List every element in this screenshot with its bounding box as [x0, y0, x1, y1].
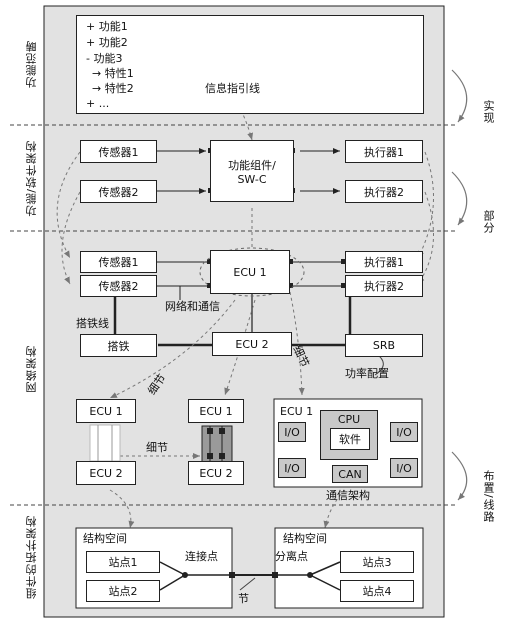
layout-arrow — [451, 451, 468, 501]
port — [288, 283, 293, 288]
port — [207, 453, 213, 459]
mapping-curve — [417, 191, 434, 285]
detail-curve — [289, 291, 305, 396]
station3: 站点3 — [340, 551, 414, 573]
feature-list-box — [76, 15, 424, 114]
row-label-function-software-arch: 功能/软件架构 — [25, 140, 38, 217]
port — [341, 283, 346, 288]
side-label-part: 部分 — [482, 210, 495, 234]
row-label-network-arch: 网络架构 — [25, 345, 38, 393]
side-label-implement: 实现 — [482, 100, 495, 124]
feature-item: - 功能3 — [86, 52, 123, 65]
function-component-line2: SW-C — [237, 172, 267, 186]
mapping-curve — [56, 151, 81, 259]
ecu2-pair-left: ECU 2 — [76, 461, 136, 485]
junction-dot — [182, 572, 188, 578]
func-actuator2: 执行器2 — [345, 180, 423, 203]
split-point-label: 分离点 — [275, 550, 308, 563]
ecu-link-bundle — [89, 424, 121, 462]
mapping-curve — [61, 191, 81, 285]
io-box-tr: I/O — [390, 422, 418, 442]
io-box-br: I/O — [390, 458, 418, 478]
comm-arch-label: 通信架构 — [326, 489, 370, 502]
ecu1-arch-title: ECU 1 — [280, 405, 314, 418]
ecu1-pair-mid: ECU 1 — [188, 399, 244, 423]
detail-curve — [109, 299, 236, 399]
func-sensor2: 传感器2 — [80, 180, 157, 203]
port — [207, 259, 212, 264]
net-actuator1: 执行器1 — [345, 251, 423, 273]
part-arrow — [451, 171, 468, 226]
function-component: 功能组件/ SW-C — [210, 140, 294, 202]
ecu2-pair-mid: ECU 2 — [188, 461, 244, 485]
info-line-label: 信息指引线 — [205, 82, 260, 95]
structure-space-left-label: 结构空间 — [83, 532, 127, 545]
topo-curve — [109, 489, 135, 529]
net-sensor1: 传感器1 — [80, 251, 157, 273]
feature-item: → 特性2 — [92, 82, 134, 95]
connector-block — [201, 425, 233, 463]
ecu1-pair-left: ECU 1 — [76, 399, 136, 423]
ground-box: 搭铁 — [80, 334, 157, 357]
harness — [159, 561, 186, 576]
connector-node — [272, 572, 278, 578]
port — [207, 283, 212, 288]
io-box-bl: I/O — [278, 458, 306, 478]
structure-space-right-label: 结构空间 — [283, 532, 327, 545]
func-sensor1: 传感器1 — [80, 140, 157, 163]
harness — [309, 561, 341, 576]
station4: 站点4 — [340, 580, 414, 602]
power-config-label: 功率配置 — [345, 367, 389, 380]
network-comm-label: 网络和通信 — [165, 300, 220, 313]
implement-arrow — [451, 69, 468, 123]
harness — [159, 574, 186, 591]
side-label-layout: 布置/线路 — [482, 470, 495, 523]
port — [341, 259, 346, 264]
feature-item: → 特性1 — [92, 67, 134, 80]
ecu1-main: ECU 1 — [210, 250, 290, 294]
can-box: CAN — [332, 465, 368, 483]
connector-node — [229, 572, 235, 578]
port — [207, 428, 213, 434]
cpu-label: CPU — [337, 413, 361, 426]
mapping-curve — [417, 151, 434, 259]
station2: 站点2 — [86, 580, 160, 602]
row-label-function-scope: 功能范畴 — [25, 40, 38, 88]
feature-item: + 功能1 — [86, 20, 128, 33]
focus-ellipse — [199, 247, 305, 297]
ecu2-main: ECU 2 — [212, 332, 292, 356]
software-box: 软件 — [330, 428, 370, 450]
connect-point-label: 连接点 — [185, 550, 218, 563]
feature-item: + 功能2 — [86, 36, 128, 49]
station1: 站点1 — [86, 551, 160, 573]
node-label: 节 — [238, 592, 249, 605]
row-label-topology-arch: 组件的拓扑架构 — [25, 515, 38, 599]
func-actuator1: 执行器1 — [345, 140, 423, 163]
io-box-tl: I/O — [278, 422, 306, 442]
port — [288, 259, 293, 264]
ground-wire-label: 搭铁线 — [76, 317, 109, 330]
port — [219, 428, 225, 434]
node-leader — [239, 577, 256, 591]
detail-label-c: 细节 — [146, 441, 168, 454]
net-sensor2: 传感器2 — [80, 275, 157, 297]
junction-dot — [307, 572, 313, 578]
feature-item: + ... — [86, 97, 110, 110]
harness — [309, 574, 341, 591]
function-component-line1: 功能组件/ — [228, 158, 276, 172]
srb-box: SRB — [345, 334, 423, 357]
port — [219, 453, 225, 459]
net-actuator2: 执行器2 — [345, 275, 423, 297]
